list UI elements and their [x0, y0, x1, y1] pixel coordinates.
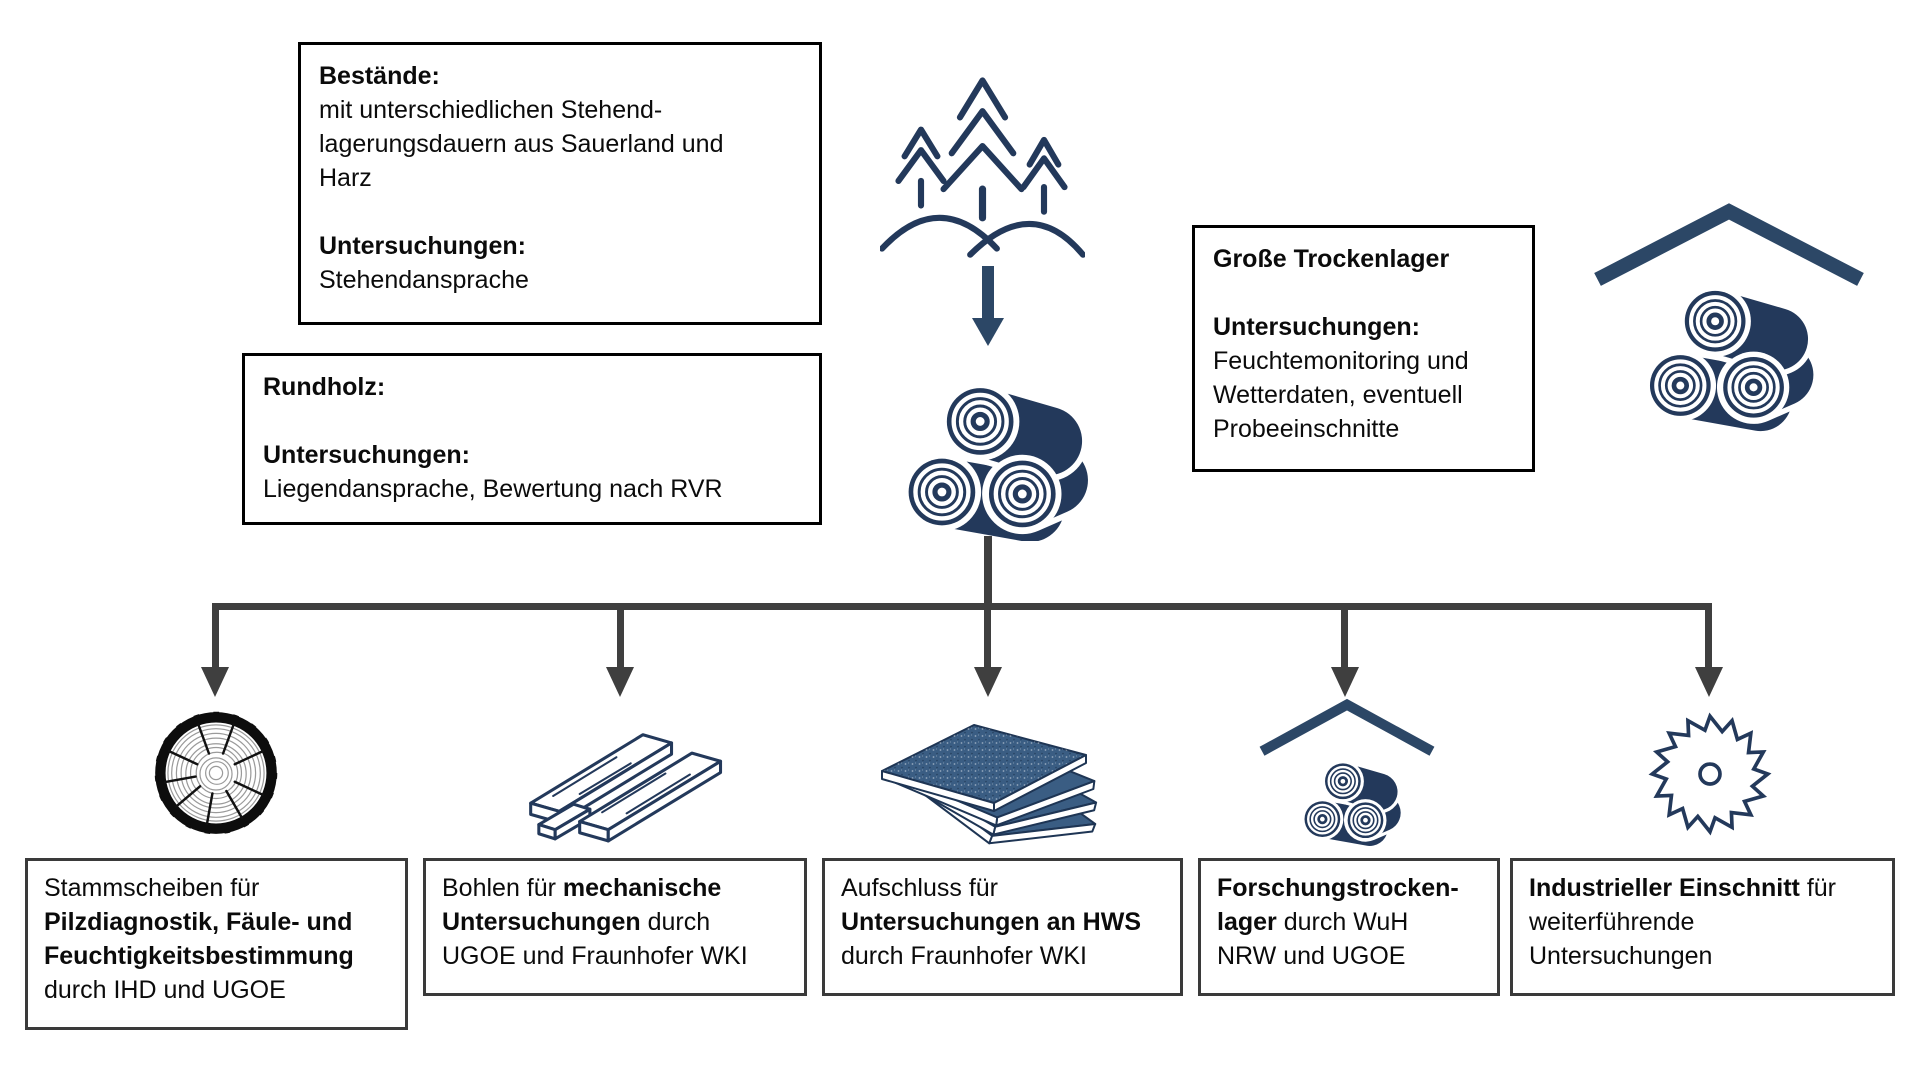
box-forschungstrockenlager: Forschungstrocken-lager durch WuH NRW und… [1198, 858, 1500, 996]
branch-arrow-1-shaft [212, 603, 219, 667]
text-line: Harz [319, 161, 801, 195]
text-line: Probeeinschnitte [1213, 412, 1514, 446]
text-segment: UGOE und Fraunhofer WKI [442, 942, 748, 970]
text-segment: Bohlen für [442, 874, 563, 902]
box-rundholz: Rundholz: Untersuchungen: Liegendansprach… [242, 353, 822, 525]
text-segment-bold: Bestände: [319, 62, 440, 90]
forest-trees-icon [880, 77, 1085, 258]
text-segment-bold: Feuchtigkeitsbestimmung [44, 942, 354, 970]
text-line: Stehendansprache [319, 263, 801, 297]
text-line: Untersuchungen [1529, 939, 1876, 973]
text-segment-bold: Große Trockenlager [1213, 245, 1450, 273]
text-line [1213, 276, 1514, 310]
arrow-forest-to-logs-shaft [982, 266, 994, 320]
box-bestaende: Bestände: mit unterschiedlichen Stehend-l… [298, 42, 822, 325]
log-stack-icon [883, 345, 1093, 541]
branch-arrow-4-shaft [1341, 603, 1348, 667]
text-segment-bold: Untersuchungen: [1213, 313, 1420, 341]
text-segment: Wetterdaten, eventuell [1213, 381, 1463, 409]
branch-arrow-3-head [974, 667, 1002, 697]
roofed-log-storage-icon [1259, 698, 1435, 866]
text-line: Untersuchungen: [1213, 310, 1514, 344]
text-segment: Aufschluss für [841, 874, 999, 902]
roofed-log-storage-icon [1594, 203, 1864, 438]
branch-arrow-2-head [606, 667, 634, 697]
text-segment: durch Fraunhofer WKI [841, 942, 1087, 970]
text-segment-bold: Industrieller Einschnitt [1529, 874, 1800, 902]
trunk-cross-section-icon [154, 711, 278, 835]
text-line: Aufschluss für [841, 871, 1164, 905]
text-line: Bestände: [319, 59, 801, 93]
text-segment: Liegendansprache, Bewertung nach RVR [263, 475, 723, 503]
text-line: Wetterdaten, eventuell [1213, 378, 1514, 412]
connector-horizontal [212, 603, 1712, 610]
branch-arrow-3-shaft [984, 603, 991, 667]
text-line: Rundholz: [263, 370, 801, 404]
text-line: UGOE und Fraunhofer WKI [442, 939, 788, 973]
text-line: lager durch WuH [1217, 905, 1481, 939]
arrow-forest-to-logs-head [972, 318, 1004, 346]
text-segment: durch WuH [1276, 908, 1409, 936]
text-line: durch IHD und UGOE [44, 973, 389, 1007]
text-line [263, 404, 801, 438]
text-segment-bold: mechanische [562, 874, 722, 902]
box-industrieller-einschnitt: Industrieller Einschnitt für weiterführen… [1510, 858, 1895, 996]
circular-saw-blade-icon [1648, 712, 1772, 836]
text-segment-bold: Untersuchungen an HWS [841, 908, 1142, 936]
text-segment: Harz [319, 164, 372, 192]
text-segment: durch IHD und UGOE [44, 976, 286, 1004]
branch-arrow-2-shaft [617, 603, 624, 667]
text-segment-bold: Rundholz: [263, 373, 386, 401]
text-segment: Stammscheiben für [44, 874, 260, 902]
box-grosse-trockenlager: Große Trockenlager Untersuchungen: Feucht… [1192, 225, 1535, 472]
branch-arrow-4-head [1331, 667, 1359, 697]
text-line: NRW und UGOE [1217, 939, 1481, 973]
text-segment: für [1799, 874, 1836, 902]
text-line: Forschungstrocken- [1217, 871, 1481, 905]
text-line: durch Fraunhofer WKI [841, 939, 1164, 973]
text-segment-bold: Untersuchungen [442, 908, 641, 936]
text-segment: mit unterschiedlichen Stehend- [319, 96, 663, 124]
text-line: Feuchtemonitoring und [1213, 344, 1514, 378]
text-segment: Feuchtemonitoring und [1213, 347, 1469, 375]
text-line: Liegendansprache, Bewertung nach RVR [263, 472, 801, 506]
text-segment-bold: Pilzdiagnostik, Fäule- und [44, 908, 353, 936]
text-segment-bold: Untersuchungen: [263, 441, 470, 469]
text-segment: Stehendansprache [319, 266, 529, 294]
text-line [319, 195, 801, 229]
text-line: Industrieller Einschnitt für [1529, 871, 1876, 905]
wood-panel-stack-icon [881, 724, 1098, 845]
branch-arrow-1-head [201, 667, 229, 697]
text-segment: NRW und UGOE [1217, 942, 1406, 970]
text-line: Stammscheiben für [44, 871, 389, 905]
text-segment-bold: lager [1217, 908, 1277, 936]
text-segment: Probeeinschnitte [1213, 415, 1400, 443]
text-line: weiterführende [1529, 905, 1876, 939]
wood-planks-icon [529, 733, 723, 843]
connector-vertical [984, 536, 992, 606]
text-line: Untersuchungen an HWS [841, 905, 1164, 939]
text-line: mit unterschiedlichen Stehend- [319, 93, 801, 127]
text-segment: Untersuchungen [1529, 942, 1713, 970]
text-line: lagerungsdauern aus Sauerland und [319, 127, 801, 161]
text-line: Pilzdiagnostik, Fäule- und [44, 905, 389, 939]
text-segment: durch [640, 908, 711, 936]
text-line: Untersuchungen durch [442, 905, 788, 939]
text-line: Untersuchungen: [319, 229, 801, 263]
text-segment: lagerungsdauern aus Sauerland und [319, 130, 724, 158]
text-segment: weiterführende [1529, 908, 1695, 936]
text-line: Bohlen für mechanische [442, 871, 788, 905]
text-line: Große Trockenlager [1213, 242, 1514, 276]
text-line: Untersuchungen: [263, 438, 801, 472]
text-line: Feuchtigkeitsbestimmung [44, 939, 389, 973]
text-segment-bold: Forschungstrocken- [1217, 874, 1459, 902]
branch-arrow-5-head [1695, 667, 1723, 697]
branch-arrow-5-shaft [1705, 603, 1712, 667]
text-segment-bold: Untersuchungen: [319, 232, 526, 260]
